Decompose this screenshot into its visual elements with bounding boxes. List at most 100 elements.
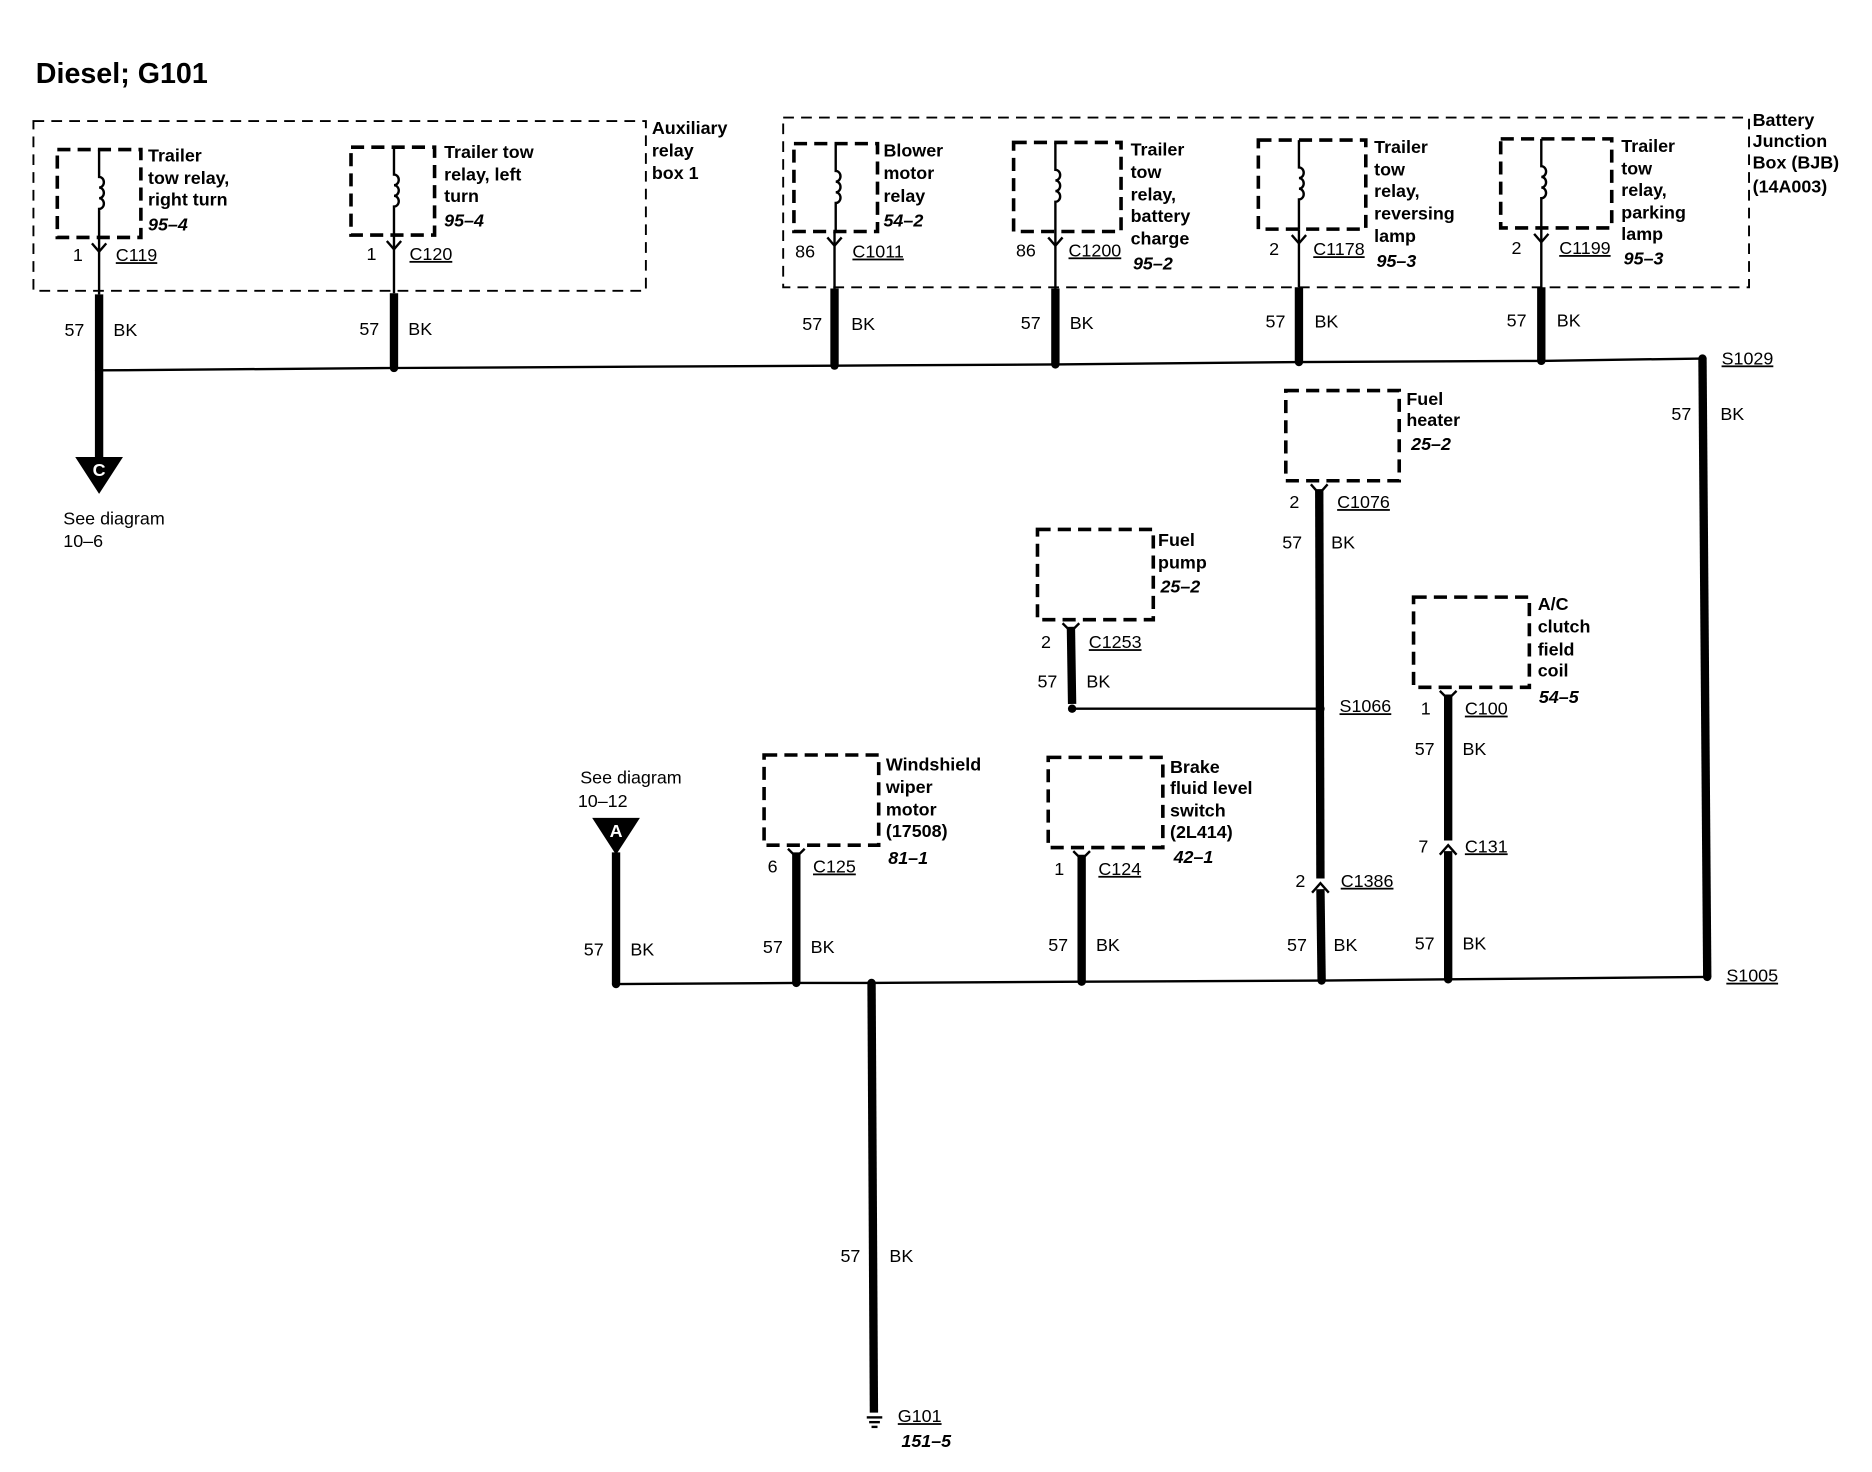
page-reference: 95–3 — [1377, 251, 1417, 271]
pin-number: 2 — [1269, 239, 1279, 259]
relay-coil-icon — [97, 149, 105, 238]
pin-number: 2 — [1511, 238, 1521, 258]
page-reference: 25–2 — [1410, 434, 1451, 454]
wire-circuit: 57 — [1415, 934, 1435, 954]
wire-color: BK — [1720, 404, 1744, 424]
component-outline — [1046, 755, 1165, 850]
component-outline — [762, 753, 881, 847]
component-label-line: relay, — [1131, 185, 1176, 205]
connector-id: C1178 — [1313, 239, 1364, 259]
off-page-triangle-icon — [75, 457, 123, 494]
splice-s1066-label: S1066 — [1340, 696, 1392, 716]
splice-s1029-label: S1029 — [1722, 348, 1774, 368]
component-label-line: tow — [1621, 159, 1652, 179]
pin-number: 1 — [73, 245, 83, 265]
junction-dot — [830, 361, 839, 370]
off-page-triangle-icon — [592, 817, 640, 855]
page-reference: 95–4 — [444, 211, 484, 231]
ac-clutch-field-coil: A/C clutch field coil 54–5 1 C100 57 BK — [1411, 594, 1590, 841]
fuel-heater: Fuel heater 25–2 2 C1076 57 BK — [1282, 388, 1460, 879]
page-reference: 81–1 — [888, 848, 928, 868]
component-label-line: coil — [1538, 661, 1569, 681]
enclosure-label-line: (14A003) — [1753, 176, 1828, 196]
connector-id: C1199 — [1559, 238, 1610, 258]
component-outline — [1256, 138, 1368, 231]
see-diagram-label: See diagram — [63, 509, 164, 529]
pin-number: 86 — [795, 242, 815, 262]
trailer-tow-relay-battery-charge: Trailer tow relay, battery charge 95–2 8… — [1011, 140, 1191, 365]
inline-connector-c1386: 2 C1386 57 BK — [1287, 871, 1394, 981]
pin-number: 86 — [1016, 240, 1036, 260]
see-diagram-label: See diagram — [580, 768, 681, 788]
relay-coil-icon — [1540, 138, 1548, 228]
connector-id: C124 — [1098, 859, 1141, 879]
trailer-tow-relay-left-turn: Trailer tow relay, left turn 95–4 1 C120… — [349, 142, 534, 368]
splice-s1005-label: S1005 — [1726, 966, 1778, 986]
component-label-line: wiper — [885, 777, 933, 797]
wire-circuit: 57 — [1282, 532, 1302, 552]
junction-dot — [1317, 976, 1326, 985]
page-reference: 151–5 — [901, 1431, 952, 1451]
wire-circuit: 57 — [1287, 935, 1307, 955]
component-label-line: relay, — [1621, 180, 1666, 200]
page-reference: 54–2 — [883, 211, 923, 231]
connector-icon — [1311, 881, 1330, 894]
wire-thick — [1316, 889, 1326, 981]
enclosure-label-line: relay — [652, 141, 694, 161]
pin-number: 2 — [1295, 871, 1305, 891]
wire-circuit: 57 — [584, 940, 604, 960]
component-label-line: battery — [1131, 206, 1191, 226]
component-label-line: Fuel — [1158, 530, 1195, 550]
upper-ground-bus: S1029 — [94, 348, 1774, 375]
brake-fluid-level-switch: Brake fluid level switch (2L414) 42–1 1 … — [1046, 755, 1253, 982]
component-label-line: tow — [1131, 162, 1162, 182]
wire-circuit: 57 — [1507, 310, 1527, 330]
component-label-line: turn — [444, 186, 479, 206]
junction-dot — [1294, 357, 1304, 367]
wire-circuit: 57 — [763, 937, 783, 957]
wire-color: BK — [113, 320, 137, 340]
junction-dot — [1443, 975, 1453, 984]
pin-number: 2 — [1041, 632, 1051, 652]
component-label-line: reversing — [1374, 204, 1455, 224]
splice-dot — [1316, 704, 1325, 713]
junction-dot — [611, 979, 621, 989]
page-reference: 25–2 — [1159, 576, 1200, 596]
wire-circuit: 57 — [1266, 312, 1286, 332]
wire-color: BK — [1557, 310, 1581, 330]
component-label-line: motor — [886, 800, 937, 820]
wire-circuit: 57 — [1415, 739, 1435, 759]
enclosure-label-line: Box (BJB) — [1753, 153, 1840, 173]
component-label-line: field — [1538, 639, 1575, 659]
ground-g101: 57 BK G101 151–5 — [840, 982, 952, 1451]
wire-thick — [1066, 626, 1077, 705]
wire-color: BK — [889, 1246, 913, 1266]
inline-connector-c131: 7 C131 57 BK — [1415, 836, 1508, 980]
fuel-pump: Fuel pump 25–2 2 C1253 57 BK — [1035, 527, 1207, 705]
component-label-line: (2L414) — [1170, 822, 1233, 842]
junction-dot — [1067, 704, 1077, 713]
component-label-line: A/C — [1538, 594, 1569, 614]
off-page-letter: A — [610, 821, 623, 841]
page-reference: 95–3 — [1624, 249, 1664, 269]
wire-color: BK — [1331, 532, 1355, 552]
wire-color: BK — [1334, 935, 1358, 955]
connector-id: C131 — [1465, 836, 1508, 856]
component-outline — [1498, 137, 1614, 230]
see-diagram-ref: 10–6 — [63, 531, 103, 551]
off-page-connector-c: C See diagram 10–6 — [63, 370, 165, 551]
relay-coil-icon — [1054, 142, 1062, 232]
wire-color: BK — [811, 937, 835, 957]
component-label-line: relay, — [1374, 181, 1419, 201]
connector-id: C120 — [410, 244, 453, 264]
wire-thick — [867, 982, 879, 1413]
junction-dot — [1051, 360, 1060, 369]
trailer-tow-relay-right-turn: Trailer tow relay, right turn 95–4 1 C11… — [55, 145, 229, 371]
component-label-line: fluid level — [1170, 778, 1253, 798]
wire-color: BK — [1086, 671, 1110, 691]
wire-color: BK — [1463, 934, 1487, 954]
component-label-line: pump — [1158, 553, 1207, 573]
enclosure-label-line: box 1 — [652, 163, 699, 183]
component-label-line: motor — [883, 163, 934, 183]
